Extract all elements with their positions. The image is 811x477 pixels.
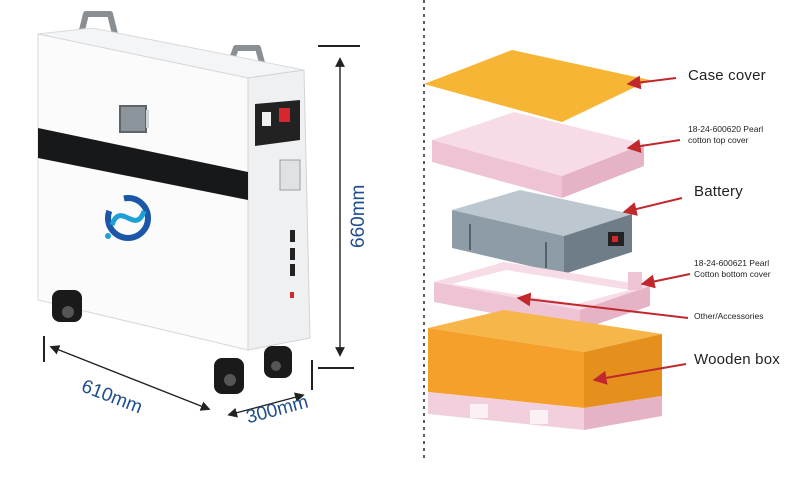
height-dimension-label: 660mm [348,184,369,248]
case-cover [424,50,650,122]
label-wooden-box: Wooden box [694,351,780,368]
label-top-cover: 18-24-600620 Pearl cotton top cover [688,124,763,146]
label-top-cover-line1: 18-24-600620 Pearl [688,124,764,134]
label-bottom-cover: 18-24-600621 Pearl Cotton bottom cover [694,258,771,280]
label-case-cover: Case cover [688,67,766,84]
wheel-front-right [214,358,244,394]
wooden-box [428,310,662,430]
wheel-back-right [264,346,292,378]
callout-arrows [516,75,691,385]
brand-logo [105,195,151,241]
battery-cabinet [37,11,311,394]
label-battery: Battery [694,183,743,200]
left-handle [77,11,119,39]
label-top-cover-line2: cotton top cover [688,135,749,145]
battery-module [452,190,632,274]
wheel-front-left [52,290,82,322]
label-accessories: Other/Accessories [694,311,764,321]
label-bottom-cover-line1: 18-24-600621 Pearl [694,258,770,268]
pearl-cotton-top-cover [432,112,644,198]
dimension-lines [43,45,360,418]
label-bottom-cover-line2: Cotton bottom cover [694,269,771,279]
